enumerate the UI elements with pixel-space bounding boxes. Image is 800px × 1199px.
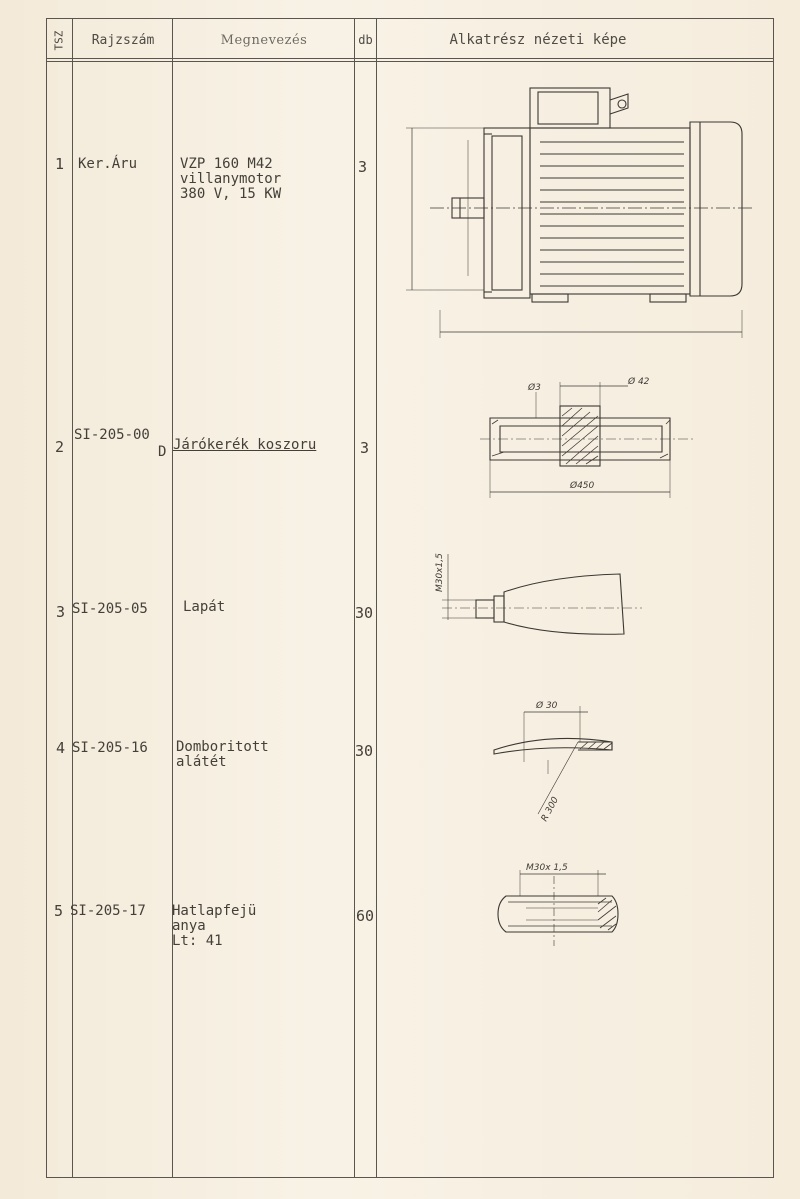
dim-washer-radius: R 300 bbox=[540, 795, 561, 823]
row1-megnevezes: VZP 160 M42 villanymotor 380 V, 15 KW bbox=[180, 156, 282, 202]
row1-db: 3 bbox=[358, 158, 368, 176]
row2-rajzszam: SI-205-00 bbox=[74, 427, 150, 443]
row3-rajzszam: SI-205-05 bbox=[72, 601, 148, 617]
blade-drawing: M30x1,5 bbox=[435, 553, 642, 635]
row4-db: 30 bbox=[355, 742, 374, 760]
column-divider-rajzszam bbox=[172, 18, 173, 1178]
row2-db: 3 bbox=[360, 439, 370, 457]
row3-megnevezes: Lapát bbox=[183, 599, 226, 615]
header-rajzszam: Rajzszám bbox=[91, 32, 155, 48]
row4-megnevezes: Domboritott alátét bbox=[176, 739, 269, 770]
header-tsz: TSZ bbox=[52, 30, 66, 50]
row4-rajzszam: SI-205-16 bbox=[72, 740, 148, 756]
row3-db: 30 bbox=[355, 604, 374, 622]
header-db: db bbox=[358, 33, 373, 47]
convex-washer-drawing: Ø 30 R 300 bbox=[493, 700, 613, 823]
dim-small-diameter: Ø3 bbox=[527, 382, 541, 393]
row5-tsz: 5 bbox=[54, 902, 64, 920]
column-divider-tsz bbox=[72, 18, 73, 1178]
row1-tsz: 1 bbox=[55, 155, 65, 173]
row2-megnevezes: Járókerék koszoru bbox=[173, 437, 317, 453]
header-megnevezes: Megnevezés bbox=[220, 32, 308, 48]
row5-megnevezes: Hatlapfejü anya Lt: 41 bbox=[172, 903, 257, 949]
dim-hub-diameter: Ø 42 bbox=[627, 376, 650, 387]
dim-washer-diameter: Ø 30 bbox=[535, 700, 558, 711]
header-nezet: Alkatrész nézeti képe bbox=[449, 32, 627, 48]
dim-blade-thread: M30x1,5 bbox=[435, 553, 445, 592]
column-divider-db bbox=[376, 18, 377, 1178]
header-separator bbox=[46, 58, 774, 62]
row1-rajzszam: Ker.Áru bbox=[78, 156, 138, 172]
column-divider-megnevezes bbox=[354, 18, 355, 1178]
motor-drawing bbox=[406, 87, 755, 338]
row2-tsz: 2 bbox=[55, 438, 65, 456]
table-frame bbox=[46, 18, 774, 1178]
hex-nut-drawing: M30x 1,5 bbox=[497, 863, 619, 946]
dim-outer-diameter: Ø450 bbox=[569, 480, 595, 491]
row5-rajzszam: SI-205-17 bbox=[70, 903, 146, 919]
row5-db: 60 bbox=[356, 907, 375, 925]
row3-tsz: 3 bbox=[56, 603, 66, 621]
row4-tsz: 4 bbox=[56, 739, 66, 757]
dim-nut-thread: M30x 1,5 bbox=[526, 863, 568, 873]
row2-rajzszam-extra: D bbox=[158, 444, 167, 460]
impeller-ring-drawing: Ø 42 Ø450 Ø3 bbox=[480, 376, 696, 498]
